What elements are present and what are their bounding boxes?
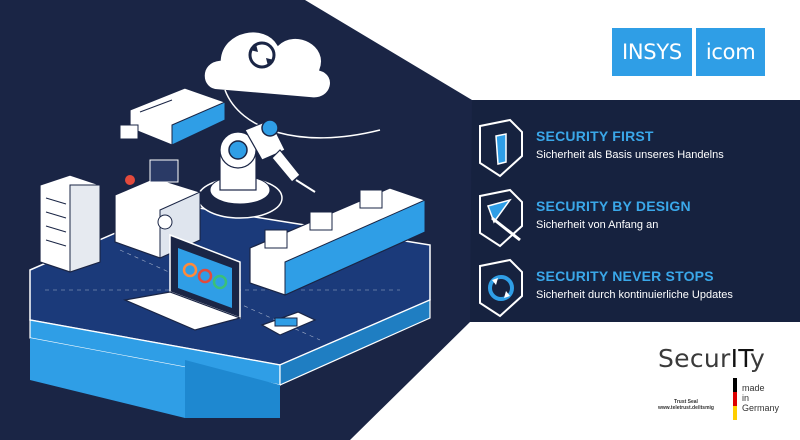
seal-made-in-germany: made in Germany xyxy=(742,383,779,413)
seal-made: made xyxy=(742,383,765,393)
feature-security-never-stops: SECURITY NEVER STOPS Sicherheit durch ko… xyxy=(470,258,770,318)
trust-seal-caption: Trust Seal www.teletrust.de/itsmig xyxy=(652,399,720,411)
seal-germany: Germany xyxy=(742,403,780,413)
german-flag-icon xyxy=(733,378,737,420)
shield-key-icon xyxy=(479,118,523,178)
feature-subtitle: Sicherheit durch kontinuierliche Updates xyxy=(536,289,733,301)
insys-icom-logo: INSYS icom xyxy=(612,28,766,76)
shield-refresh-icon xyxy=(479,258,523,318)
server-rack-icon xyxy=(39,174,101,273)
seal-in: in xyxy=(742,393,750,403)
feature-security-first: SECURITY FIRST Sicherheit als Basis unse… xyxy=(470,118,770,178)
robot-arm-icon xyxy=(197,119,316,219)
shield-pen-icon xyxy=(479,188,523,248)
router-device-icon xyxy=(119,87,226,146)
feature-title: SECURITY FIRST xyxy=(536,128,654,144)
seal-wordmark: SecurITy xyxy=(658,344,765,373)
feature-title: SECURITY NEVER STOPS xyxy=(536,268,714,284)
din-rail-modules-icon xyxy=(249,187,426,296)
feature-band xyxy=(470,100,800,322)
trust-seal-url: www.teletrust.de/itsmig xyxy=(658,405,714,411)
trust-seal-label: Trust Seal xyxy=(674,399,698,405)
feature-subtitle: Sicherheit von Anfang an xyxy=(536,219,659,231)
security-made-in-germany-seal: SecurITy made in Germany xyxy=(658,340,788,430)
feature-subtitle: Sicherheit als Basis unseres Handelns xyxy=(536,149,724,161)
seal-word-it: IT xyxy=(730,344,750,373)
cloud-sync-icon xyxy=(203,31,381,139)
feature-title: SECURITY BY DESIGN xyxy=(536,198,691,214)
laptop-icon xyxy=(122,233,242,331)
seal-word-start: Secur xyxy=(658,344,731,373)
seal-word-end: y xyxy=(749,344,766,373)
feature-security-by-design: SECURITY BY DESIGN Sicherheit von Anfang… xyxy=(470,188,770,248)
logo-part-insys: INSYS xyxy=(612,28,692,76)
logo-part-icom: icom xyxy=(695,28,766,76)
usb-stick-icon xyxy=(260,311,317,336)
